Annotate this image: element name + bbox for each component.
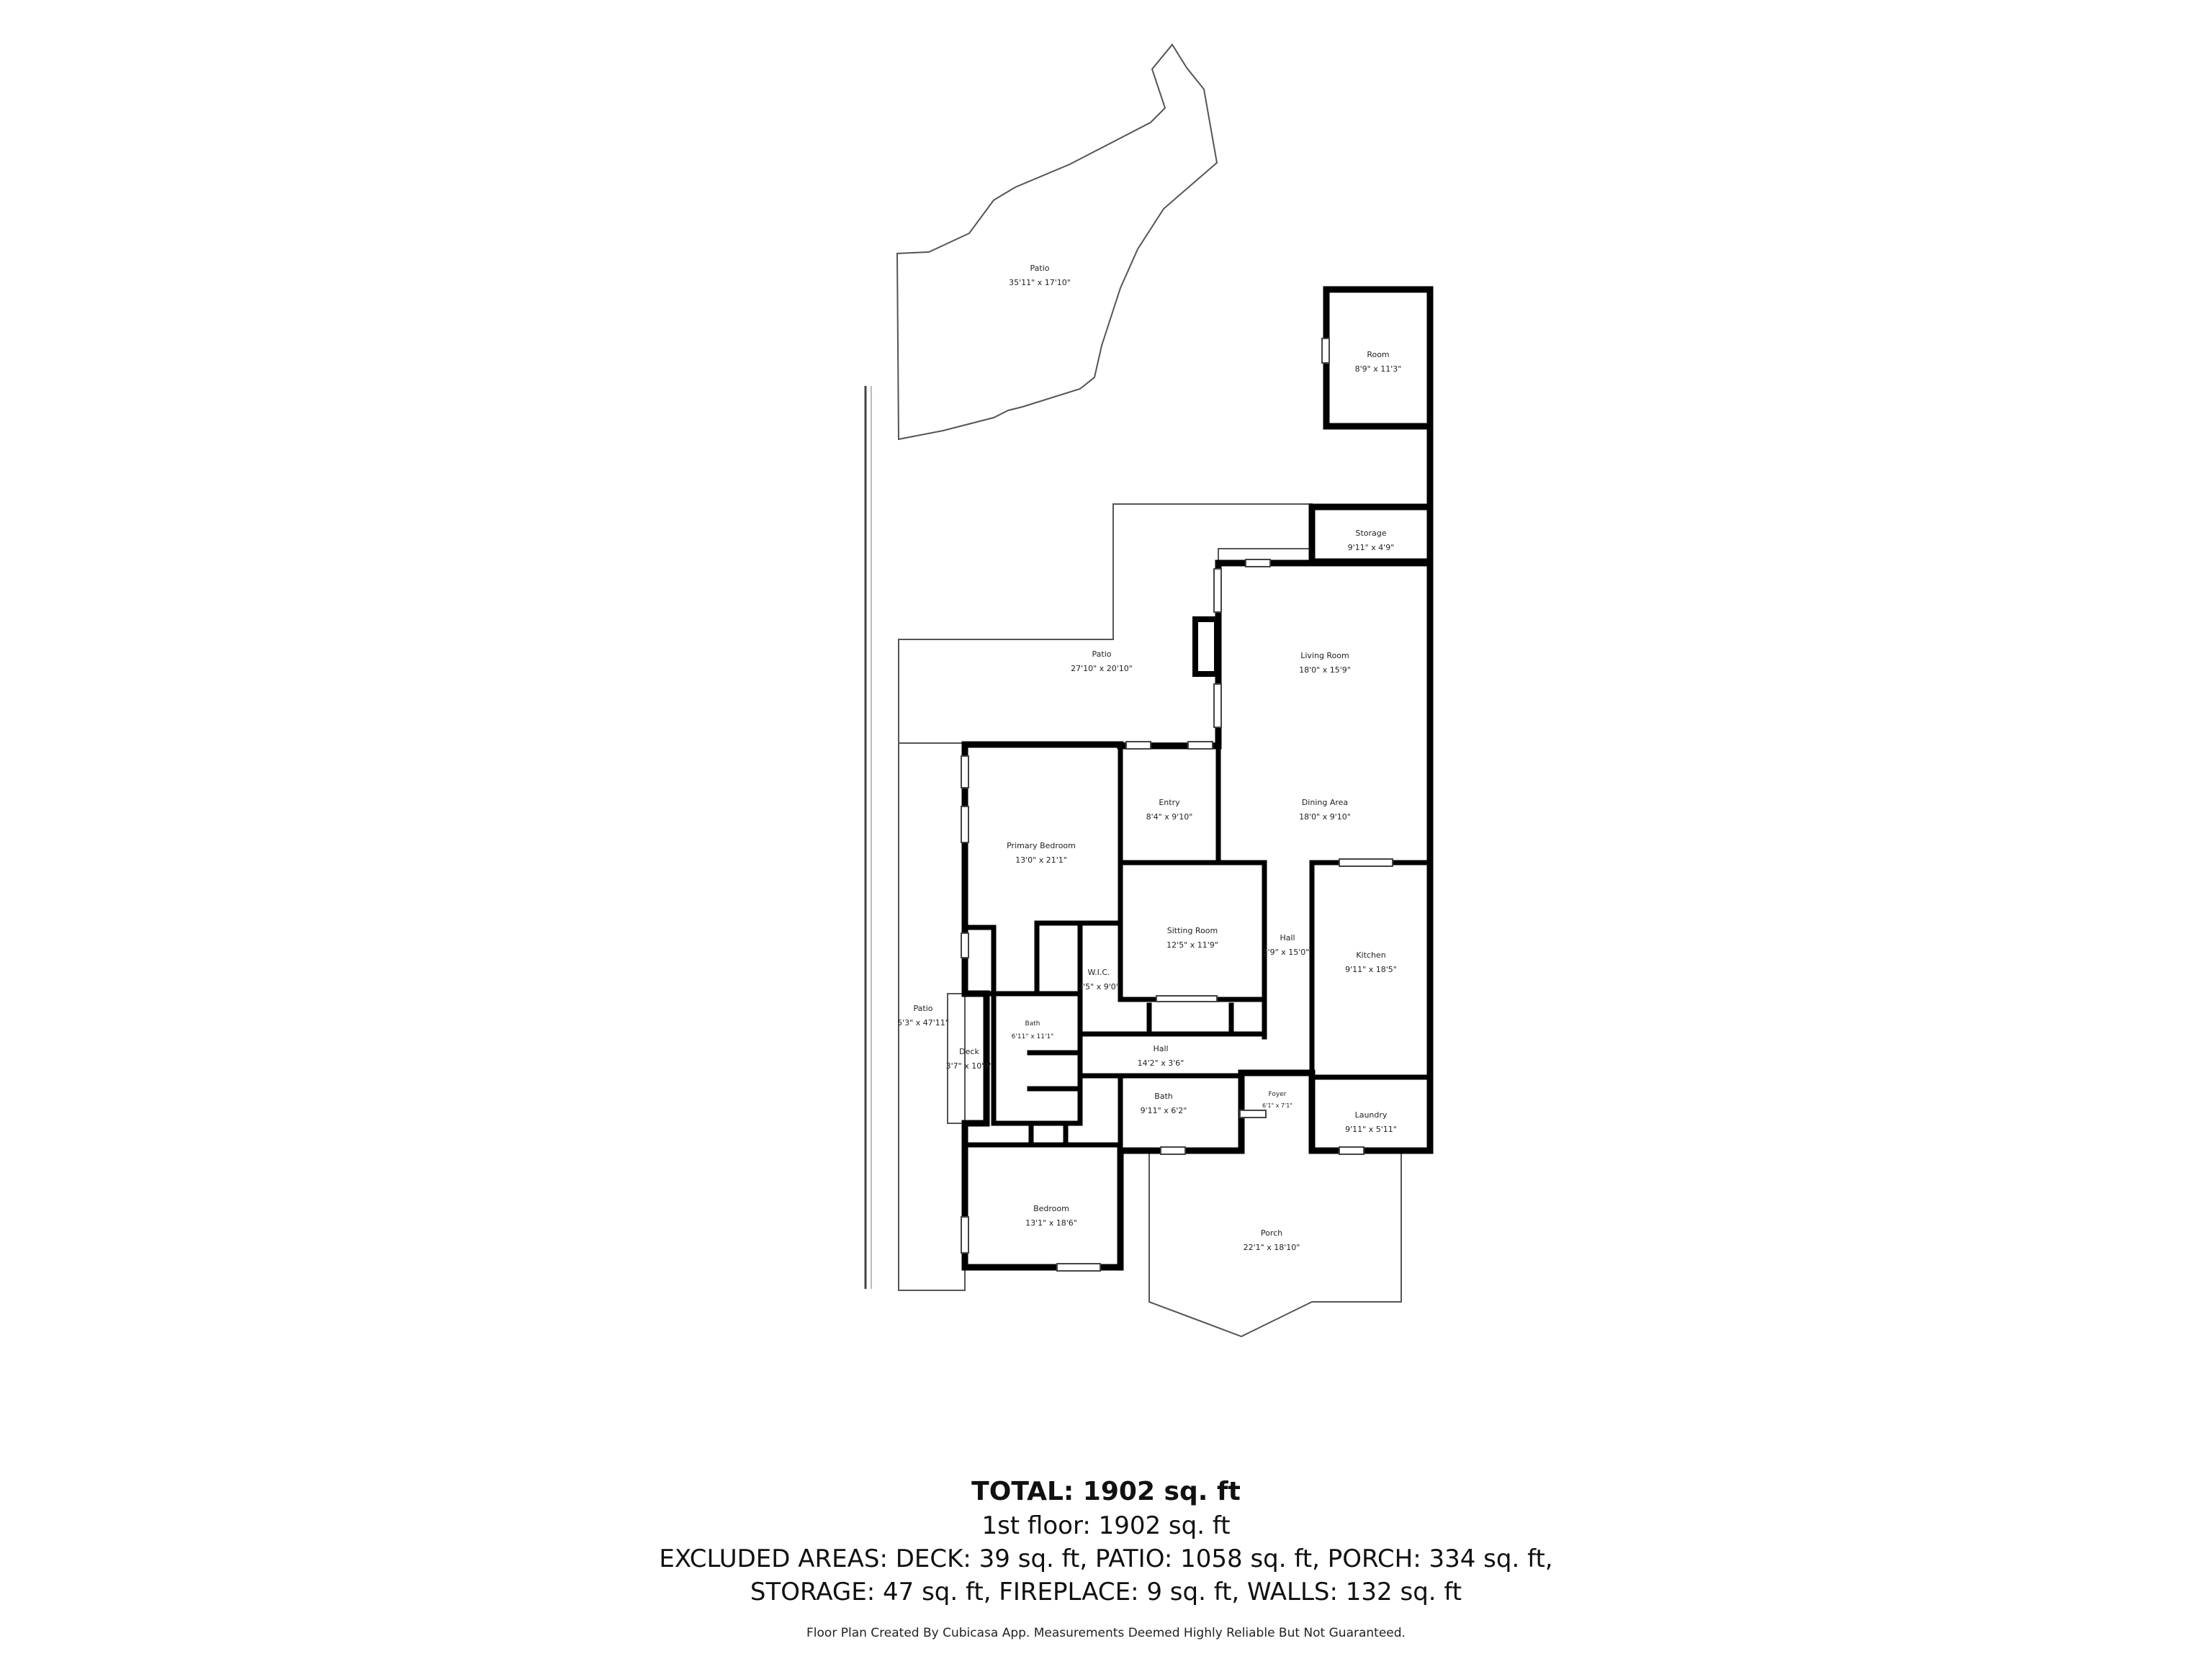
area-summary: TOTAL: 1902 sq. ft 1st floor: 1902 sq. f… bbox=[0, 1475, 2212, 1609]
fireplace bbox=[1192, 616, 1220, 677]
window bbox=[1339, 1146, 1364, 1155]
disclaimer: Floor Plan Created By Cubicasa App. Meas… bbox=[806, 1626, 1406, 1640]
window bbox=[1156, 995, 1218, 1002]
window bbox=[961, 755, 969, 788]
room-name: Sitting Room bbox=[1167, 926, 1218, 935]
room-dims: 5'3" x 47'11" bbox=[897, 1018, 949, 1028]
window bbox=[961, 932, 969, 958]
room-name: Patio bbox=[1030, 264, 1050, 273]
window bbox=[1125, 741, 1151, 750]
window bbox=[1339, 858, 1393, 867]
room-dims: 22'1" x 18'10" bbox=[1244, 1243, 1300, 1252]
room-dims: 8'4" x 9'10" bbox=[1146, 812, 1193, 822]
window bbox=[1187, 741, 1213, 750]
room-name: Foyer bbox=[1269, 1091, 1287, 1098]
room-dims: 27'10" x 20'10" bbox=[1071, 664, 1133, 673]
room-labels: Patio 35'11" x 17'10" Room 8'9" x 11'3" … bbox=[897, 264, 1401, 1252]
room-name: Bath bbox=[1154, 1092, 1173, 1101]
room-name: Primary Bedroom bbox=[1007, 841, 1076, 850]
window bbox=[1245, 559, 1271, 567]
room-name: Kitchen bbox=[1356, 950, 1385, 960]
excluded-areas-line-2: STORAGE: 47 sq. ft, FIREPLACE: 9 sq. ft,… bbox=[750, 1578, 1462, 1606]
window bbox=[1213, 683, 1222, 728]
room-dims: 18'0" x 9'10" bbox=[1299, 812, 1351, 822]
floor-area: 1st floor: 1902 sq. ft bbox=[981, 1511, 1231, 1540]
window bbox=[1239, 1110, 1267, 1118]
room-dims: 13'0" x 21'1" bbox=[1015, 855, 1067, 865]
window bbox=[1056, 1263, 1101, 1272]
room-dims: 35'11" x 17'10" bbox=[1009, 278, 1071, 287]
room-dims: 13'1" x 18'6" bbox=[1025, 1218, 1077, 1228]
room-dims: 6'11" x 11'1" bbox=[1012, 1033, 1054, 1040]
room-dims: 9'11" x 5'11" bbox=[1345, 1125, 1397, 1134]
window bbox=[1321, 338, 1330, 364]
room-name: W.I.C. bbox=[1087, 968, 1110, 977]
room-dims: 9'11" x 4'9" bbox=[1348, 543, 1395, 552]
window bbox=[961, 1216, 969, 1254]
excluded-areas-line-1: EXCLUDED AREAS: DECK: 39 sq. ft, PATIO: … bbox=[659, 1545, 1553, 1573]
exterior-outlines bbox=[864, 43, 1402, 1338]
patio-mid-outline bbox=[898, 503, 1313, 744]
room-name: Living Room bbox=[1300, 651, 1349, 660]
room-name: Entry bbox=[1159, 798, 1180, 807]
room-dims: 14'2" x 3'6" bbox=[1138, 1058, 1184, 1068]
room-name: Laundry bbox=[1355, 1110, 1388, 1120]
room-name: Dining Area bbox=[1302, 798, 1348, 807]
windows bbox=[961, 338, 1393, 1272]
patio-top-outline bbox=[896, 43, 1218, 441]
room-name: Room bbox=[1367, 350, 1389, 359]
window bbox=[1213, 568, 1222, 613]
room-name: Porch bbox=[1261, 1228, 1282, 1238]
room-dims: 12'5" x 11'9" bbox=[1166, 940, 1218, 950]
room-dims: 9'11" x 6'2" bbox=[1141, 1106, 1187, 1115]
window bbox=[961, 806, 969, 843]
room-name: Bath bbox=[1025, 1020, 1040, 1028]
deck-outline bbox=[947, 993, 987, 1124]
porch-outline bbox=[1148, 1151, 1402, 1338]
room-name: Patio bbox=[1092, 649, 1112, 659]
room-dims: 3'9" x 15'0" bbox=[1263, 948, 1310, 957]
room-dims: 8'9" x 11'3" bbox=[1355, 364, 1402, 374]
room-dims: 3'7" x 10'9" bbox=[946, 1061, 993, 1071]
room-name: Bedroom bbox=[1033, 1204, 1069, 1213]
room-name: Storage bbox=[1355, 529, 1386, 538]
room-dims: 18'0" x 15'9" bbox=[1299, 665, 1351, 675]
window bbox=[1160, 1146, 1186, 1155]
room-dims: 9'11" x 18'5" bbox=[1345, 965, 1397, 974]
walls bbox=[961, 286, 1434, 1271]
room-name: Patio bbox=[914, 1004, 933, 1013]
room-name: Hall bbox=[1153, 1044, 1168, 1053]
room-name: Hall bbox=[1280, 933, 1295, 943]
room-dims: 6'1" x 7'1" bbox=[1262, 1102, 1292, 1109]
patio-side-outline bbox=[898, 742, 966, 1291]
room-name: Deck bbox=[959, 1047, 979, 1056]
total-area: TOTAL: 1902 sq. ft bbox=[971, 1477, 1241, 1506]
room-dims: 3'5" x 9'0" bbox=[1078, 982, 1120, 992]
